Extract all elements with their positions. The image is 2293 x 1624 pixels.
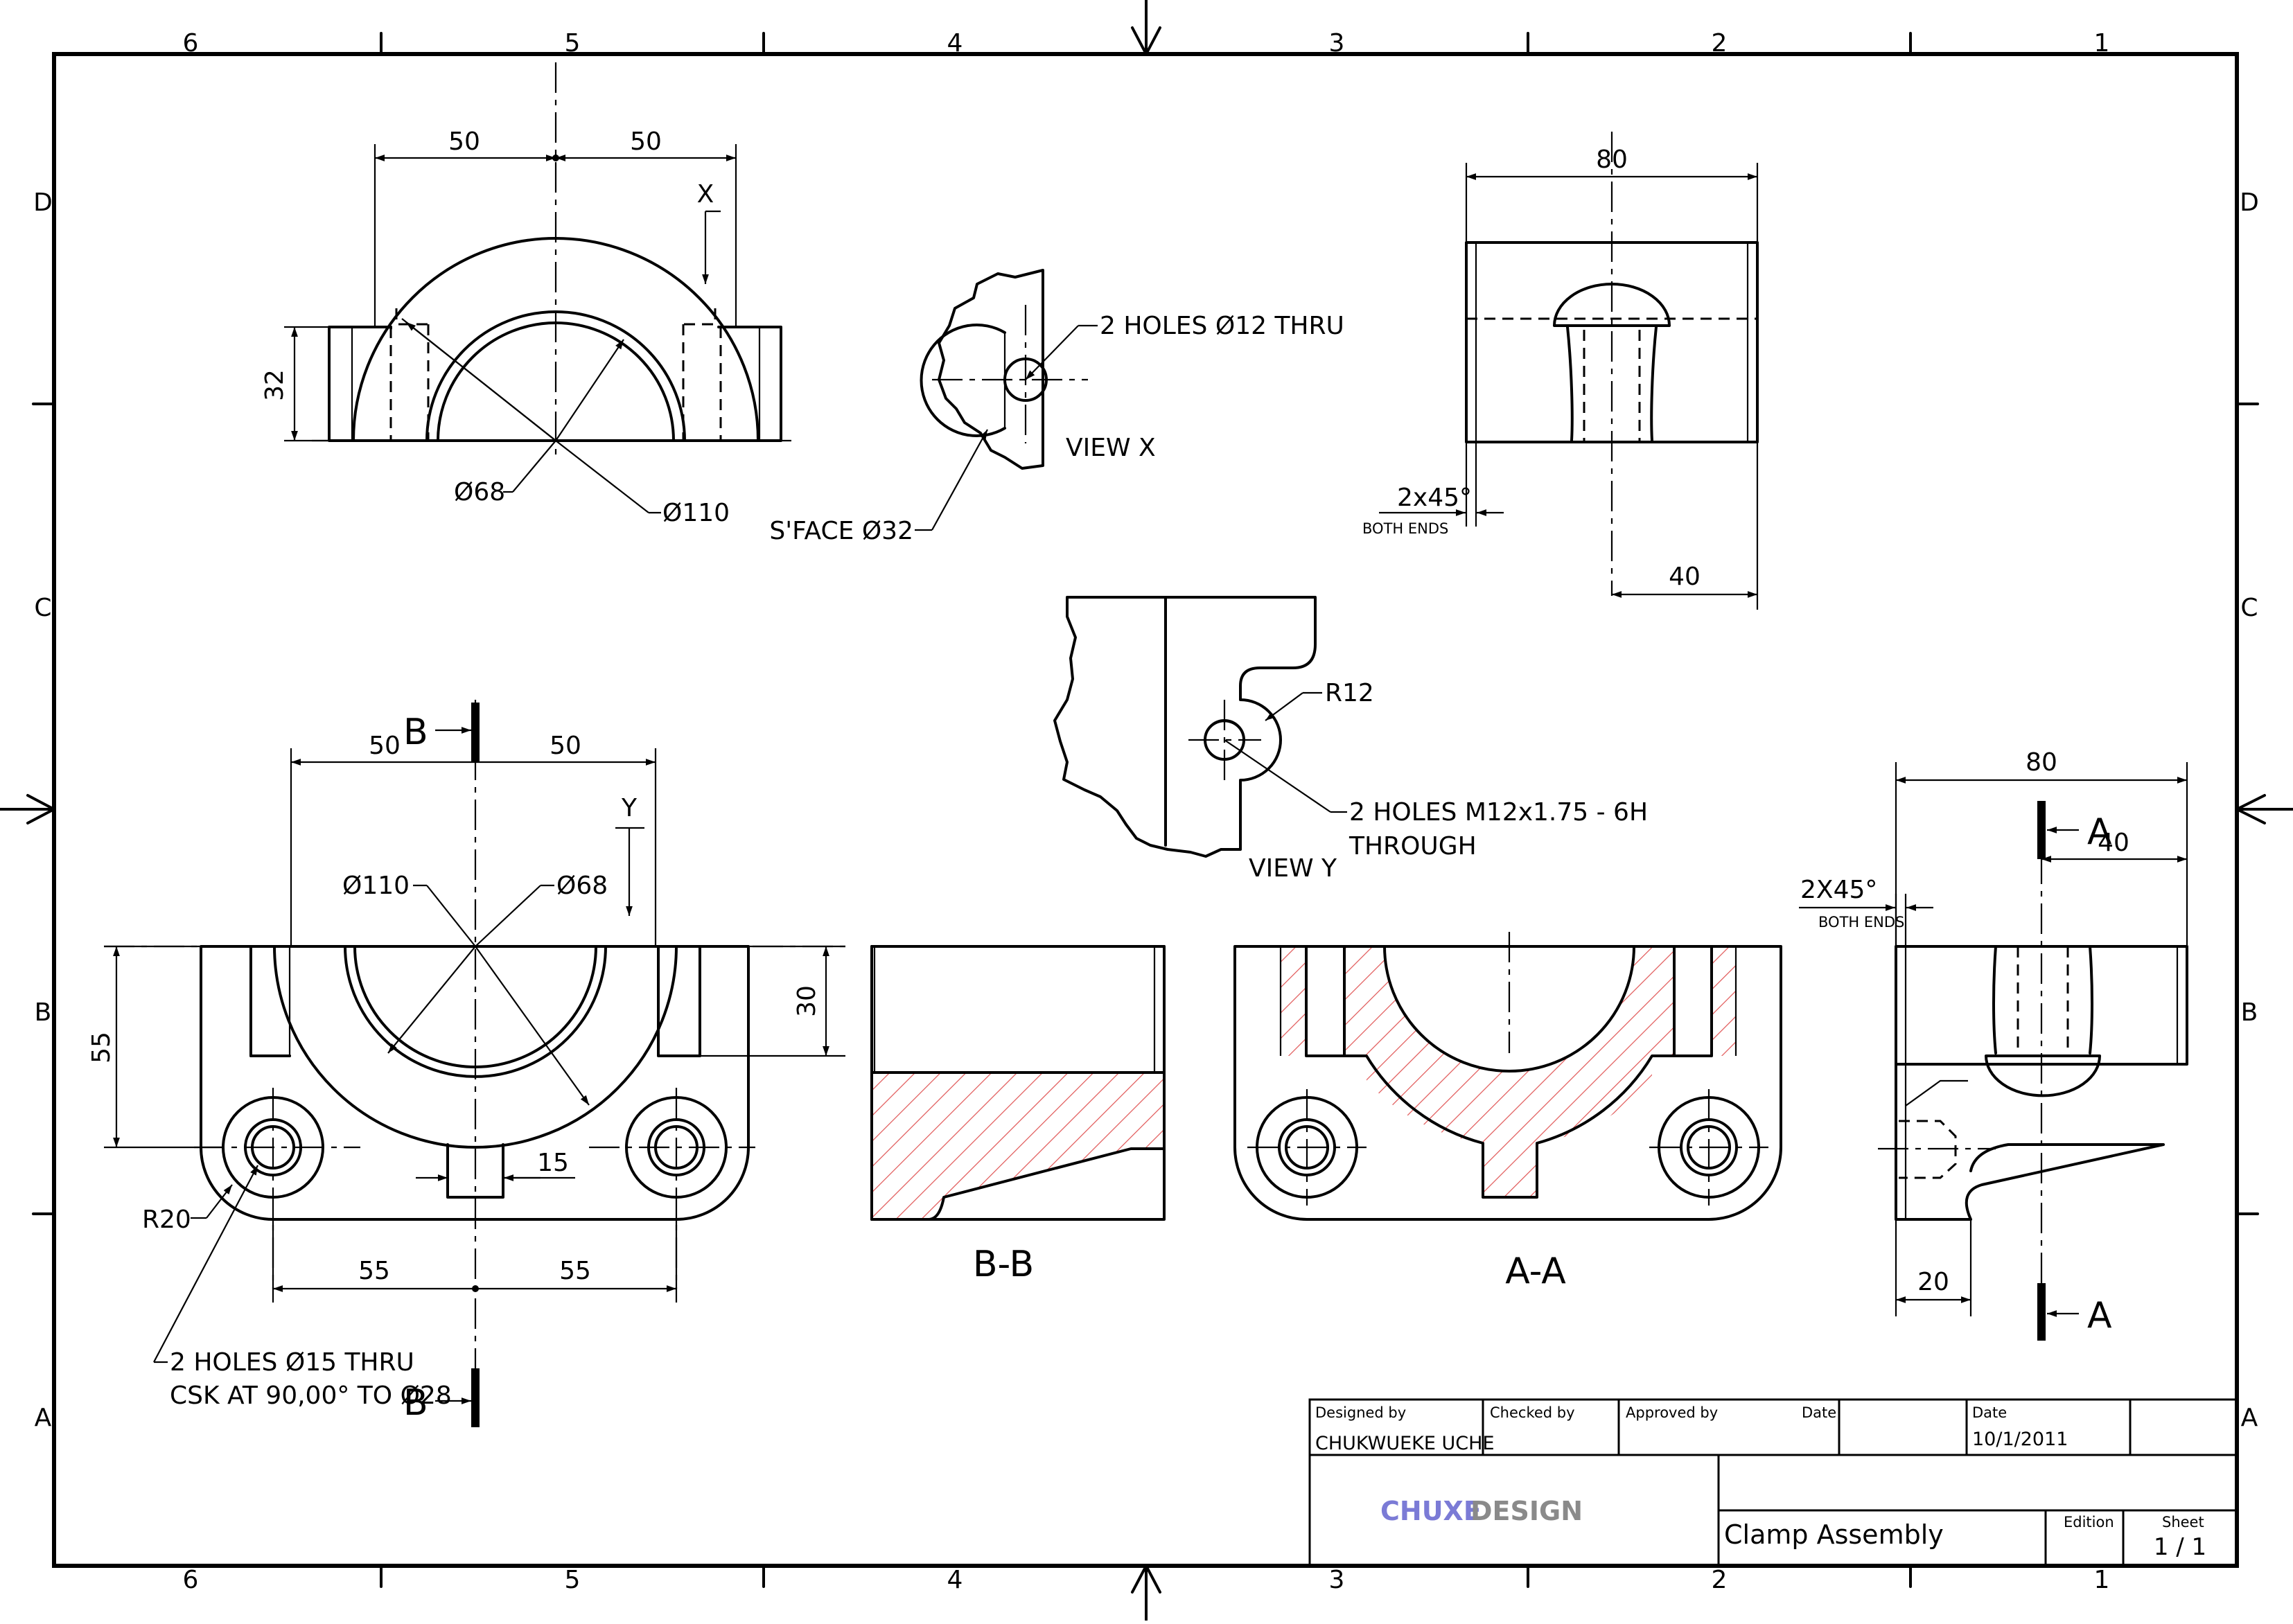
- front-hole-note-line2: CSK AT 90,00° TO Ø28: [170, 1382, 452, 1410]
- grid-col-5: 5: [565, 29, 581, 58]
- front-dim-dia-110: Ø110: [342, 872, 410, 900]
- view-y-radius: R12: [1325, 679, 1374, 707]
- view-x: 2 HOLES Ø12 THRU S'FACE Ø32 VIEW X: [769, 269, 1344, 545]
- view-arrow-y: Y: [621, 794, 638, 822]
- approved-by-label: Approved by: [1626, 1404, 1718, 1421]
- front-hole-note-line1: 2 HOLES Ø15 THRU: [170, 1348, 414, 1377]
- sheet-label: Sheet: [2162, 1514, 2204, 1530]
- side-chamfer: 2X45°: [1800, 876, 1877, 904]
- grid-row-b-right: B: [2241, 998, 2258, 1027]
- designed-by-label: Designed by: [1315, 1404, 1406, 1421]
- top-right-dim-80: 80: [1596, 145, 1628, 174]
- section-b-b-label: B-B: [973, 1244, 1034, 1285]
- section-a-a: A-A: [1233, 932, 1782, 1292]
- grid-col-6: 6: [183, 29, 199, 58]
- section-marker-a-top: A: [2087, 811, 2112, 853]
- checked-by-label: Checked by: [1490, 1404, 1575, 1421]
- grid-col-3-bottom: 3: [1329, 1566, 1345, 1594]
- dim-32: 32: [261, 369, 289, 401]
- grid-col-2-bottom: 2: [1712, 1566, 1728, 1594]
- grid-row-c: C: [34, 594, 51, 622]
- grid-col-5-bottom: 5: [565, 1566, 581, 1594]
- front-dim-30: 30: [793, 985, 821, 1017]
- date-label: Date: [1972, 1404, 2007, 1421]
- section-marker-b-top: B: [403, 712, 428, 753]
- grid-row-a: A: [35, 1404, 52, 1432]
- front-dim-15: 15: [537, 1149, 569, 1177]
- grid-row-a-right: A: [2241, 1404, 2258, 1432]
- grid-col-3: 3: [1329, 29, 1345, 58]
- view-arrow-x: X: [697, 180, 714, 209]
- date-value: 10/1/2011: [1972, 1429, 2068, 1450]
- center-mark-top: [1131, 0, 1161, 55]
- center-mark-left: [0, 794, 55, 824]
- grid-row-b: B: [35, 998, 52, 1027]
- side-chamfer-note: BOTH ENDS: [1818, 914, 1904, 930]
- date-label-approved: Date: [1802, 1404, 1836, 1421]
- side-dim-40: 40: [2098, 829, 2129, 857]
- section-marker-b-bottom: B: [403, 1382, 428, 1424]
- grid-col-2: 2: [1712, 29, 1728, 58]
- front-dim-55-left: 55: [358, 1257, 390, 1285]
- grid-row-c-right: C: [2240, 594, 2258, 622]
- dim-50-left: 50: [448, 127, 480, 156]
- dim-dia-110: Ø110: [662, 499, 730, 527]
- center-mark-right: [2235, 794, 2293, 824]
- front-dim-dia-68: Ø68: [556, 872, 608, 900]
- view-x-spotface: S'FACE Ø32: [769, 517, 913, 545]
- logo-part-secondary: DESIGN: [1470, 1496, 1583, 1526]
- view-top-left: 50 50 32 Ø68 Ø110 X: [261, 62, 797, 527]
- view-x-hole-note: 2 HOLES Ø12 THRU: [1100, 312, 1344, 340]
- front-dim-r20: R20: [142, 1206, 191, 1234]
- company-logo: CHUXE DESIGN: [1380, 1496, 1583, 1526]
- view-y: R12 2 HOLES M12x1.75 - 6H THROUGH VIEW Y: [1053, 596, 1648, 883]
- grid-col-1: 1: [2094, 29, 2110, 58]
- top-right-chamfer-note: BOTH ENDS: [1362, 520, 1448, 537]
- sheet-value: 1 / 1: [2154, 1533, 2206, 1561]
- edition-label: Edition: [2064, 1514, 2114, 1530]
- grid-col-4-bottom: 4: [947, 1566, 963, 1594]
- grid-col-1-bottom: 1: [2094, 1566, 2110, 1594]
- side-dim-20: 20: [1917, 1268, 1949, 1296]
- grid-row-d: D: [33, 188, 53, 217]
- grid-col-4: 4: [947, 29, 963, 58]
- front-dim-55-height: 55: [87, 1032, 116, 1063]
- view-front: B B 50 50 Ø110 Ø68 Y 55 30 15: [87, 700, 845, 1427]
- view-y-label: VIEW Y: [1249, 854, 1337, 883]
- section-a-a-label: A-A: [1505, 1251, 1566, 1292]
- section-marker-a-bottom: A: [2087, 1295, 2112, 1336]
- logo-part-primary: CHUXE: [1380, 1496, 1482, 1526]
- grid-col-6-bottom: 6: [183, 1566, 199, 1594]
- section-b-b: B-B: [870, 945, 1166, 1285]
- view-y-note-line2: THROUGH: [1348, 832, 1477, 860]
- center-mark-bottom: [1131, 1564, 1161, 1622]
- drawing-title: Clamp Assembly: [1724, 1519, 1944, 1550]
- grid-row-d-right: D: [2240, 188, 2259, 217]
- top-right-dim-40: 40: [1669, 563, 1701, 591]
- view-top-right: 80 40 2x45° BOTH ENDS: [1362, 132, 1759, 610]
- designed-by-value: CHUKWUEKE UCHE: [1315, 1433, 1495, 1454]
- top-right-chamfer: 2x45°: [1397, 484, 1472, 512]
- view-y-note-line1: 2 HOLES M12x1.75 - 6H: [1349, 798, 1648, 827]
- front-dim-55-right: 55: [559, 1257, 591, 1285]
- front-dim-50-right: 50: [550, 732, 581, 760]
- title-block: Designed by CHUKWUEKE UCHE Checked by Ap…: [1308, 1398, 2238, 1567]
- view-x-label: VIEW X: [1066, 434, 1156, 462]
- side-dim-80: 80: [2026, 748, 2057, 777]
- dim-dia-68: Ø68: [454, 478, 505, 506]
- view-side: A A 80 40 20 2X45° BOTH ENDS: [1799, 748, 2188, 1341]
- dim-50-right: 50: [630, 127, 662, 156]
- front-dim-50-left: 50: [369, 732, 401, 760]
